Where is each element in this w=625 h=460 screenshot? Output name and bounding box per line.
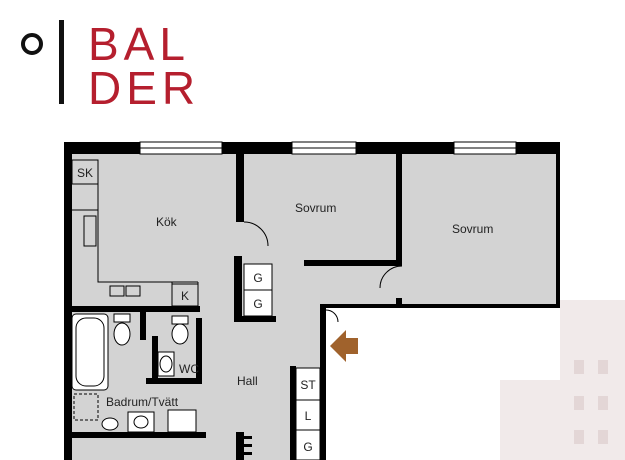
sk-cabinet xyxy=(71,159,99,185)
room-label-bedroom-2: Sovrum xyxy=(452,222,494,236)
fixture-label-st: ST xyxy=(300,378,316,392)
background-building xyxy=(500,300,625,460)
room-label-bedroom-1: Sovrum xyxy=(295,201,337,215)
fixture-label-k: K xyxy=(180,289,189,303)
sink-icon xyxy=(157,351,175,377)
logo-text-line-1: BAL xyxy=(88,18,190,70)
walls xyxy=(64,142,560,460)
bathtub-icon xyxy=(71,313,109,391)
room-label-kitchen: Kök xyxy=(156,215,177,229)
storage-l xyxy=(295,399,321,431)
room-label-hall: Hall xyxy=(237,374,258,388)
room-label-bathroom: Badrum/Tvätt xyxy=(106,395,179,409)
toilet-icon xyxy=(171,315,189,345)
logo-text-line-2: DER xyxy=(88,62,201,114)
fixture-label-g2: G xyxy=(253,297,263,311)
k-fridge xyxy=(171,283,199,307)
fixture-label-g3: G xyxy=(303,440,313,454)
stair-marks xyxy=(236,432,252,460)
fixture-label-g1: G xyxy=(253,271,263,285)
wardrobe-g1 xyxy=(243,263,273,291)
toilet-icon xyxy=(113,313,131,346)
entrance-arrow-icon xyxy=(330,330,358,362)
washer-icon xyxy=(73,393,99,421)
storage-g xyxy=(295,429,321,460)
window-icon xyxy=(139,141,517,155)
room-label-wc: WC xyxy=(179,362,199,376)
background-building-windows xyxy=(574,360,608,444)
door-swings xyxy=(243,221,403,323)
wardrobe-g2 xyxy=(243,289,273,317)
fixture-label-sk: SK xyxy=(76,166,93,180)
sink-icon xyxy=(101,409,197,433)
fixture-label-l: L xyxy=(304,409,312,423)
storage-st xyxy=(295,367,321,401)
logo-mark-icon xyxy=(21,20,64,104)
